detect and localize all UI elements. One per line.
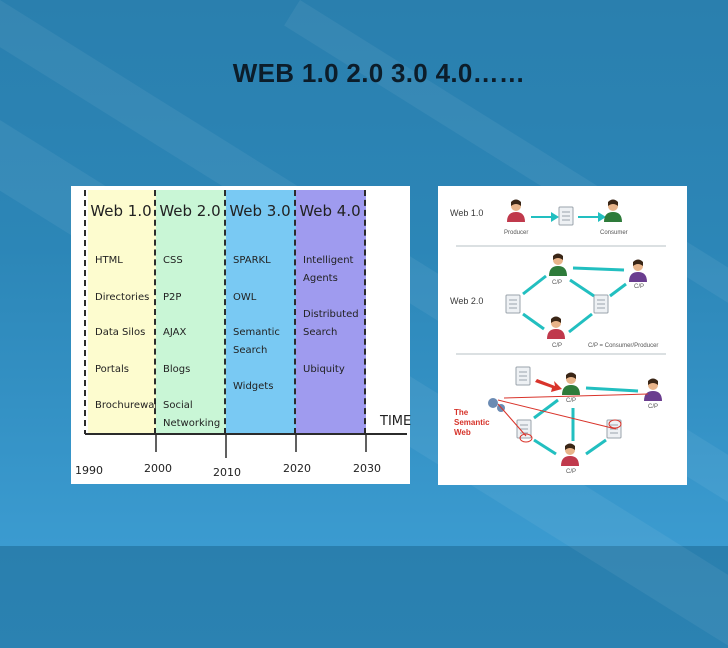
timeline-column-web1: Web 1.0 HTML Directories Data Silos Port…: [88, 190, 164, 434]
column-item: Widgets: [233, 381, 274, 392]
column-item: Directories: [95, 292, 150, 303]
column-item: Social Networking: [163, 400, 221, 429]
column-item: SPARKL: [233, 255, 271, 266]
column-item: Intelligent Agents: [303, 255, 354, 284]
year-label: 1990: [75, 464, 103, 477]
column-item: Blogs: [163, 364, 191, 375]
web1-label: Web 1.0: [450, 208, 484, 218]
cp-person-icon: [629, 259, 647, 282]
arrow-icon: [578, 212, 606, 222]
semantic-arrows: [533, 386, 639, 456]
producer-label: Producer: [504, 230, 529, 236]
column-item: Ubiquity: [303, 364, 345, 375]
column-item: Distributed Search: [303, 309, 359, 338]
document-icon: [558, 206, 574, 226]
gears-icon: [488, 398, 505, 412]
network-arrows: [522, 266, 627, 334]
column-item: CSS: [163, 255, 183, 266]
timeline-column-web2: Web 2.0 CSS P2P AJAX Blogs Social Networ…: [156, 190, 226, 434]
cp-person-icon: [549, 253, 567, 276]
semantic-web-label: The Semantic Web: [454, 408, 490, 437]
cp-person-icon: [644, 378, 662, 401]
year-label: 2030: [353, 462, 381, 475]
year-label: 2020: [283, 462, 311, 475]
column-header: Web 1.0: [90, 202, 152, 220]
cp-label: C/P: [566, 469, 577, 475]
column-header: Web 4.0: [299, 202, 361, 220]
document-icon: [593, 294, 609, 314]
column-item: Portals: [95, 364, 129, 375]
column-item: OWL: [233, 292, 257, 303]
semantic-diagram-graphic: [456, 199, 666, 466]
column-item: Data Silos: [95, 327, 146, 338]
time-axis-label: TIME: [380, 414, 412, 429]
document-icon: [515, 366, 531, 386]
producer-person-icon: [507, 199, 525, 222]
web2-label: Web 2.0: [450, 296, 484, 306]
cp-label: C/P: [566, 398, 577, 404]
semantic-web-diagram: Web 1.0 Producer Consumer Web 2.0 C/P C/…: [438, 186, 687, 485]
consumer-producer-legend: C/P = Consumer/Producer: [588, 343, 659, 349]
column-header: Web 2.0: [159, 202, 221, 220]
year-label: 2010: [213, 466, 241, 479]
slide-title: WEB 1.0 2.0 3.0 4.0……: [232, 58, 526, 88]
column-header: Web 3.0: [229, 202, 291, 220]
column-item: Brochureware: [95, 400, 165, 411]
column-item: AJAX: [163, 327, 187, 338]
cp-label: C/P: [648, 404, 659, 410]
cp-person-icon: [547, 316, 565, 339]
consumer-person-icon: [604, 199, 622, 222]
timeline-axis: [84, 190, 407, 458]
arrow-icon: [531, 212, 559, 222]
semantic-links: [497, 393, 649, 443]
consumer-label: Consumer: [600, 230, 628, 236]
cp-label: C/P: [552, 343, 563, 349]
document-icon: [505, 294, 521, 314]
timeline-column-web4: Web 4.0 Intelligent Agents Distributed S…: [296, 190, 366, 434]
timeline-column-web3: Web 3.0 SPARKL OWL Semantic Search Widge…: [226, 190, 296, 434]
red-arrow-icon: [535, 379, 562, 392]
year-label: 2000: [144, 462, 172, 475]
cp-person-icon: [561, 443, 579, 466]
cp-person-icon: [562, 372, 580, 395]
document-icon: [516, 419, 532, 439]
column-item: P2P: [163, 292, 182, 303]
column-item: Semantic Search: [233, 327, 280, 356]
cp-label: C/P: [634, 284, 645, 290]
timeline-diagram: Web 1.0 HTML Directories Data Silos Port…: [71, 186, 412, 484]
column-item: HTML: [95, 255, 123, 266]
cp-label: C/P: [552, 280, 563, 286]
